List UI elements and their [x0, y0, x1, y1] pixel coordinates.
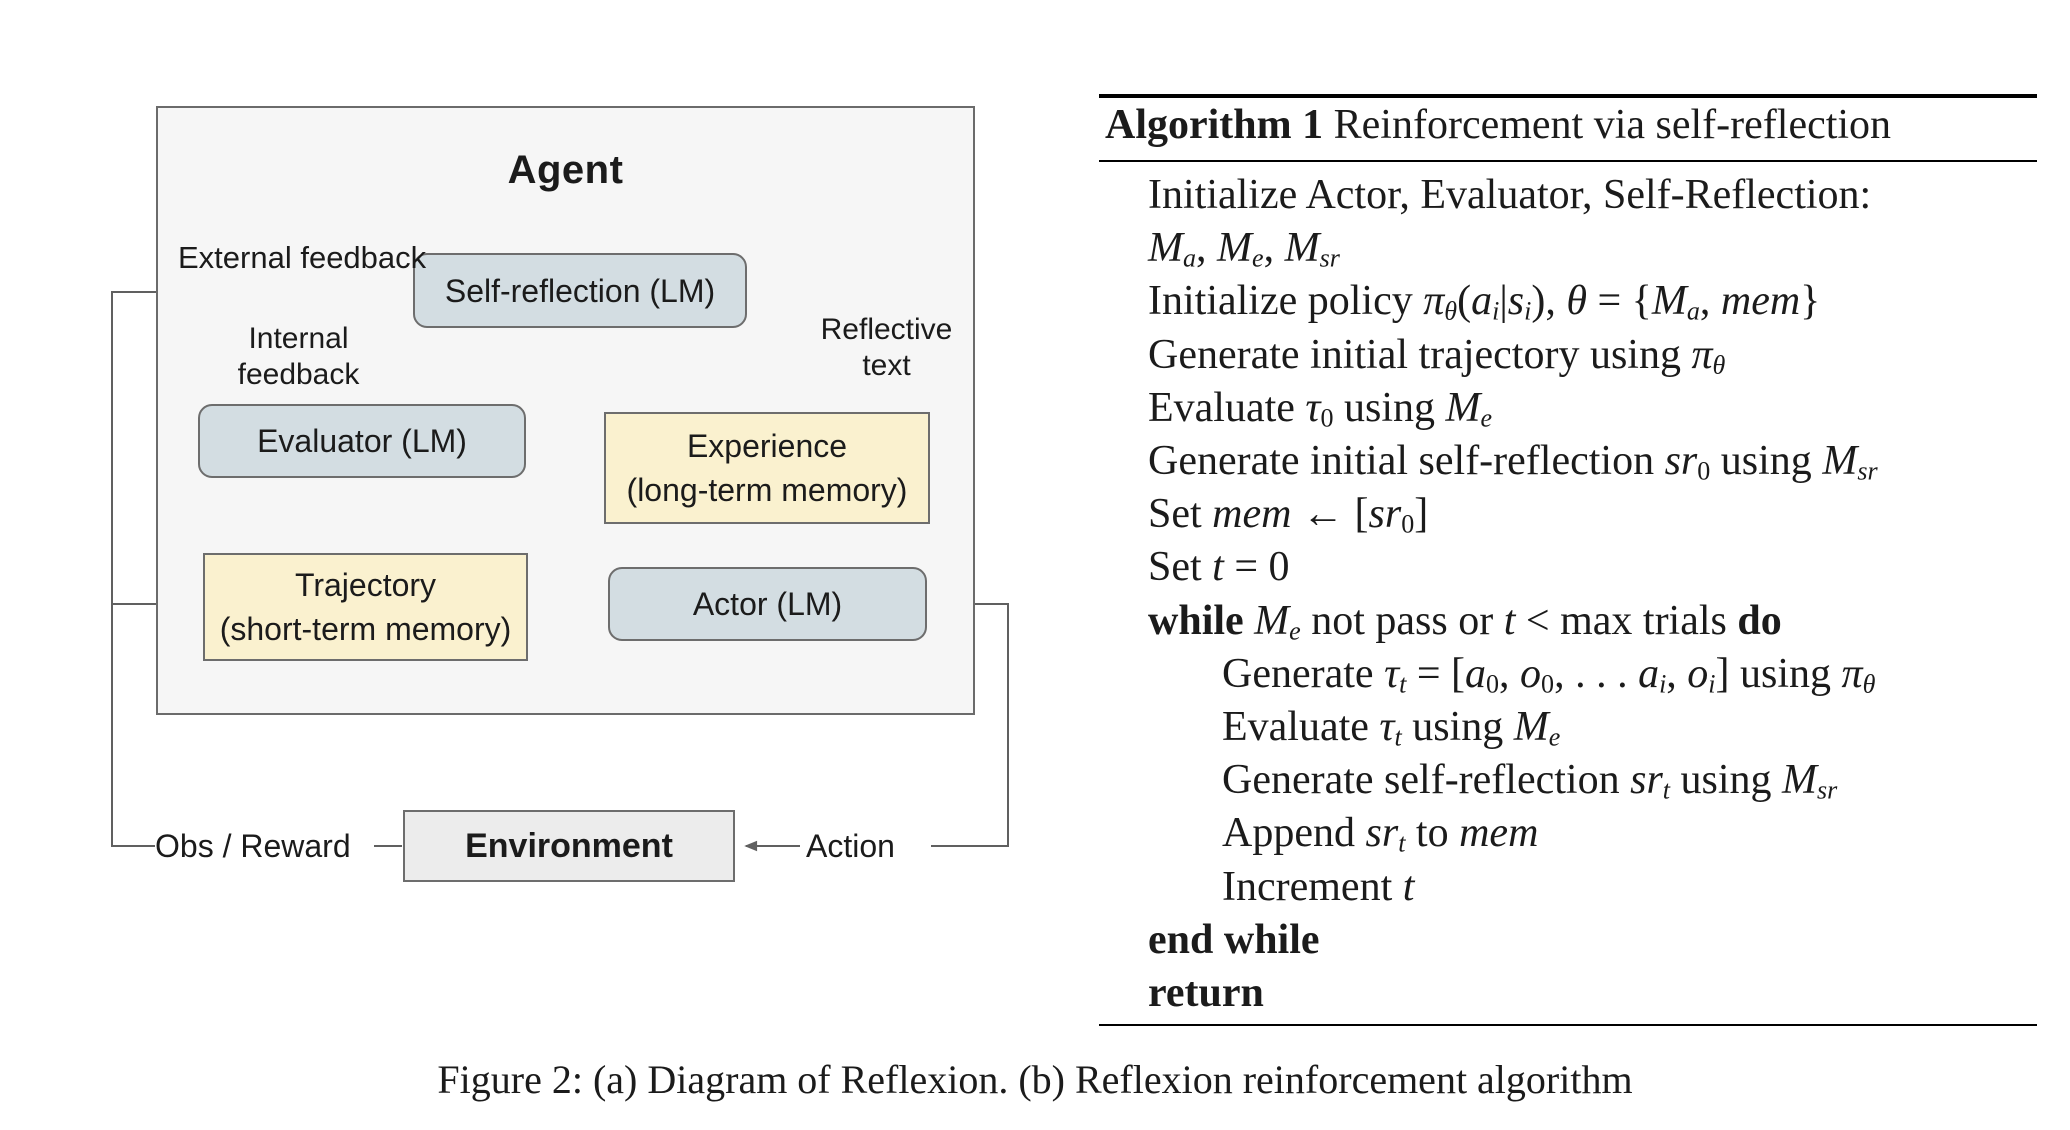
self-reflection-box: Self-reflection (LM) [413, 253, 747, 328]
evaluator-label: Evaluator (LM) [257, 423, 467, 459]
algorithm-rule-top [1099, 94, 2037, 98]
algorithm-line: Set t = 0 [1148, 544, 1290, 591]
trajectory-sublabel: (short-term memory) [219, 611, 512, 647]
reflective-text-line2: text [862, 349, 911, 382]
action-label: Action [806, 828, 895, 864]
experience-box: Experience (long-term memory) [604, 412, 930, 524]
algorithm-line: Set mem ← [sr0] [1148, 491, 1429, 539]
algorithm-title-text: Reinforcement via self-reflection [1323, 102, 1892, 148]
algorithm-line: Initialize Actor, Evaluator, Self-Reflec… [1148, 172, 1872, 218]
external-feedback-label: External feedback [178, 240, 427, 275]
trajectory-label: Trajectory [294, 567, 437, 603]
reflective-text-label: Reflective text [799, 312, 974, 384]
algorithm-title-number: Algorithm 1 [1105, 102, 1324, 148]
algorithm-rule-bottom [1099, 1024, 2037, 1026]
self-reflection-label: Self-reflection (LM) [444, 272, 716, 309]
internal-feedback-line1: Internal [248, 322, 349, 355]
actor-label: Actor (LM) [692, 586, 843, 622]
trajectory-box: Trajectory (short-term memory) [203, 553, 528, 661]
internal-feedback-label: Internal feedback [211, 321, 386, 393]
obs-reward-label: Obs / Reward [155, 828, 351, 864]
algorithm-line: Generate initial trajectory using πθ [1148, 331, 1726, 380]
algorithm-line: end while [1148, 916, 1320, 963]
environment-box: Environment [403, 810, 735, 882]
algorithm-line: Evaluate τ0 using Me [1148, 384, 1493, 433]
environment-label: Environment [465, 827, 673, 865]
algorithm-line: return [1148, 970, 1264, 1017]
algorithm-rule-mid [1099, 160, 2037, 162]
algorithm-line: Generate initial self-reflection sr0 usi… [1148, 438, 1878, 486]
algorithm-line: Evaluate τt using Me [1222, 704, 1561, 752]
algorithm-line: while Me not pass or t < max trials do [1148, 597, 1782, 646]
algorithm-title: Algorithm 1 Reinforcement via self-refle… [1105, 99, 2055, 151]
algorithm-line: Generate self-reflection srt using Msr [1222, 757, 1838, 805]
algorithm-line: Initialize policy πθ(ai|si), θ = {Ma, me… [1148, 278, 1821, 327]
experience-sublabel: (long-term memory) [626, 472, 908, 508]
agent-title: Agent [507, 148, 624, 192]
algorithm-line: Increment t [1222, 863, 1415, 910]
experience-label: Experience [686, 428, 848, 464]
algorithm-line: Append srt to mem [1222, 810, 1539, 859]
evaluator-box: Evaluator (LM) [198, 404, 526, 478]
actor-box: Actor (LM) [608, 567, 927, 641]
internal-feedback-line2: feedback [237, 358, 360, 391]
algorithm-line: Ma, Me, Msr [1148, 225, 1340, 273]
figure-caption: Figure 2: (a) Diagram of Reflexion. (b) … [437, 1057, 1633, 1102]
algorithm-line: Generate τt = [a0, o0, . . . ai, oi] usi… [1222, 650, 1876, 699]
reflective-text-line1: Reflective [820, 313, 953, 346]
algorithm-body: Initialize Actor, Evaluator, Self-Reflec… [1148, 169, 2060, 1020]
